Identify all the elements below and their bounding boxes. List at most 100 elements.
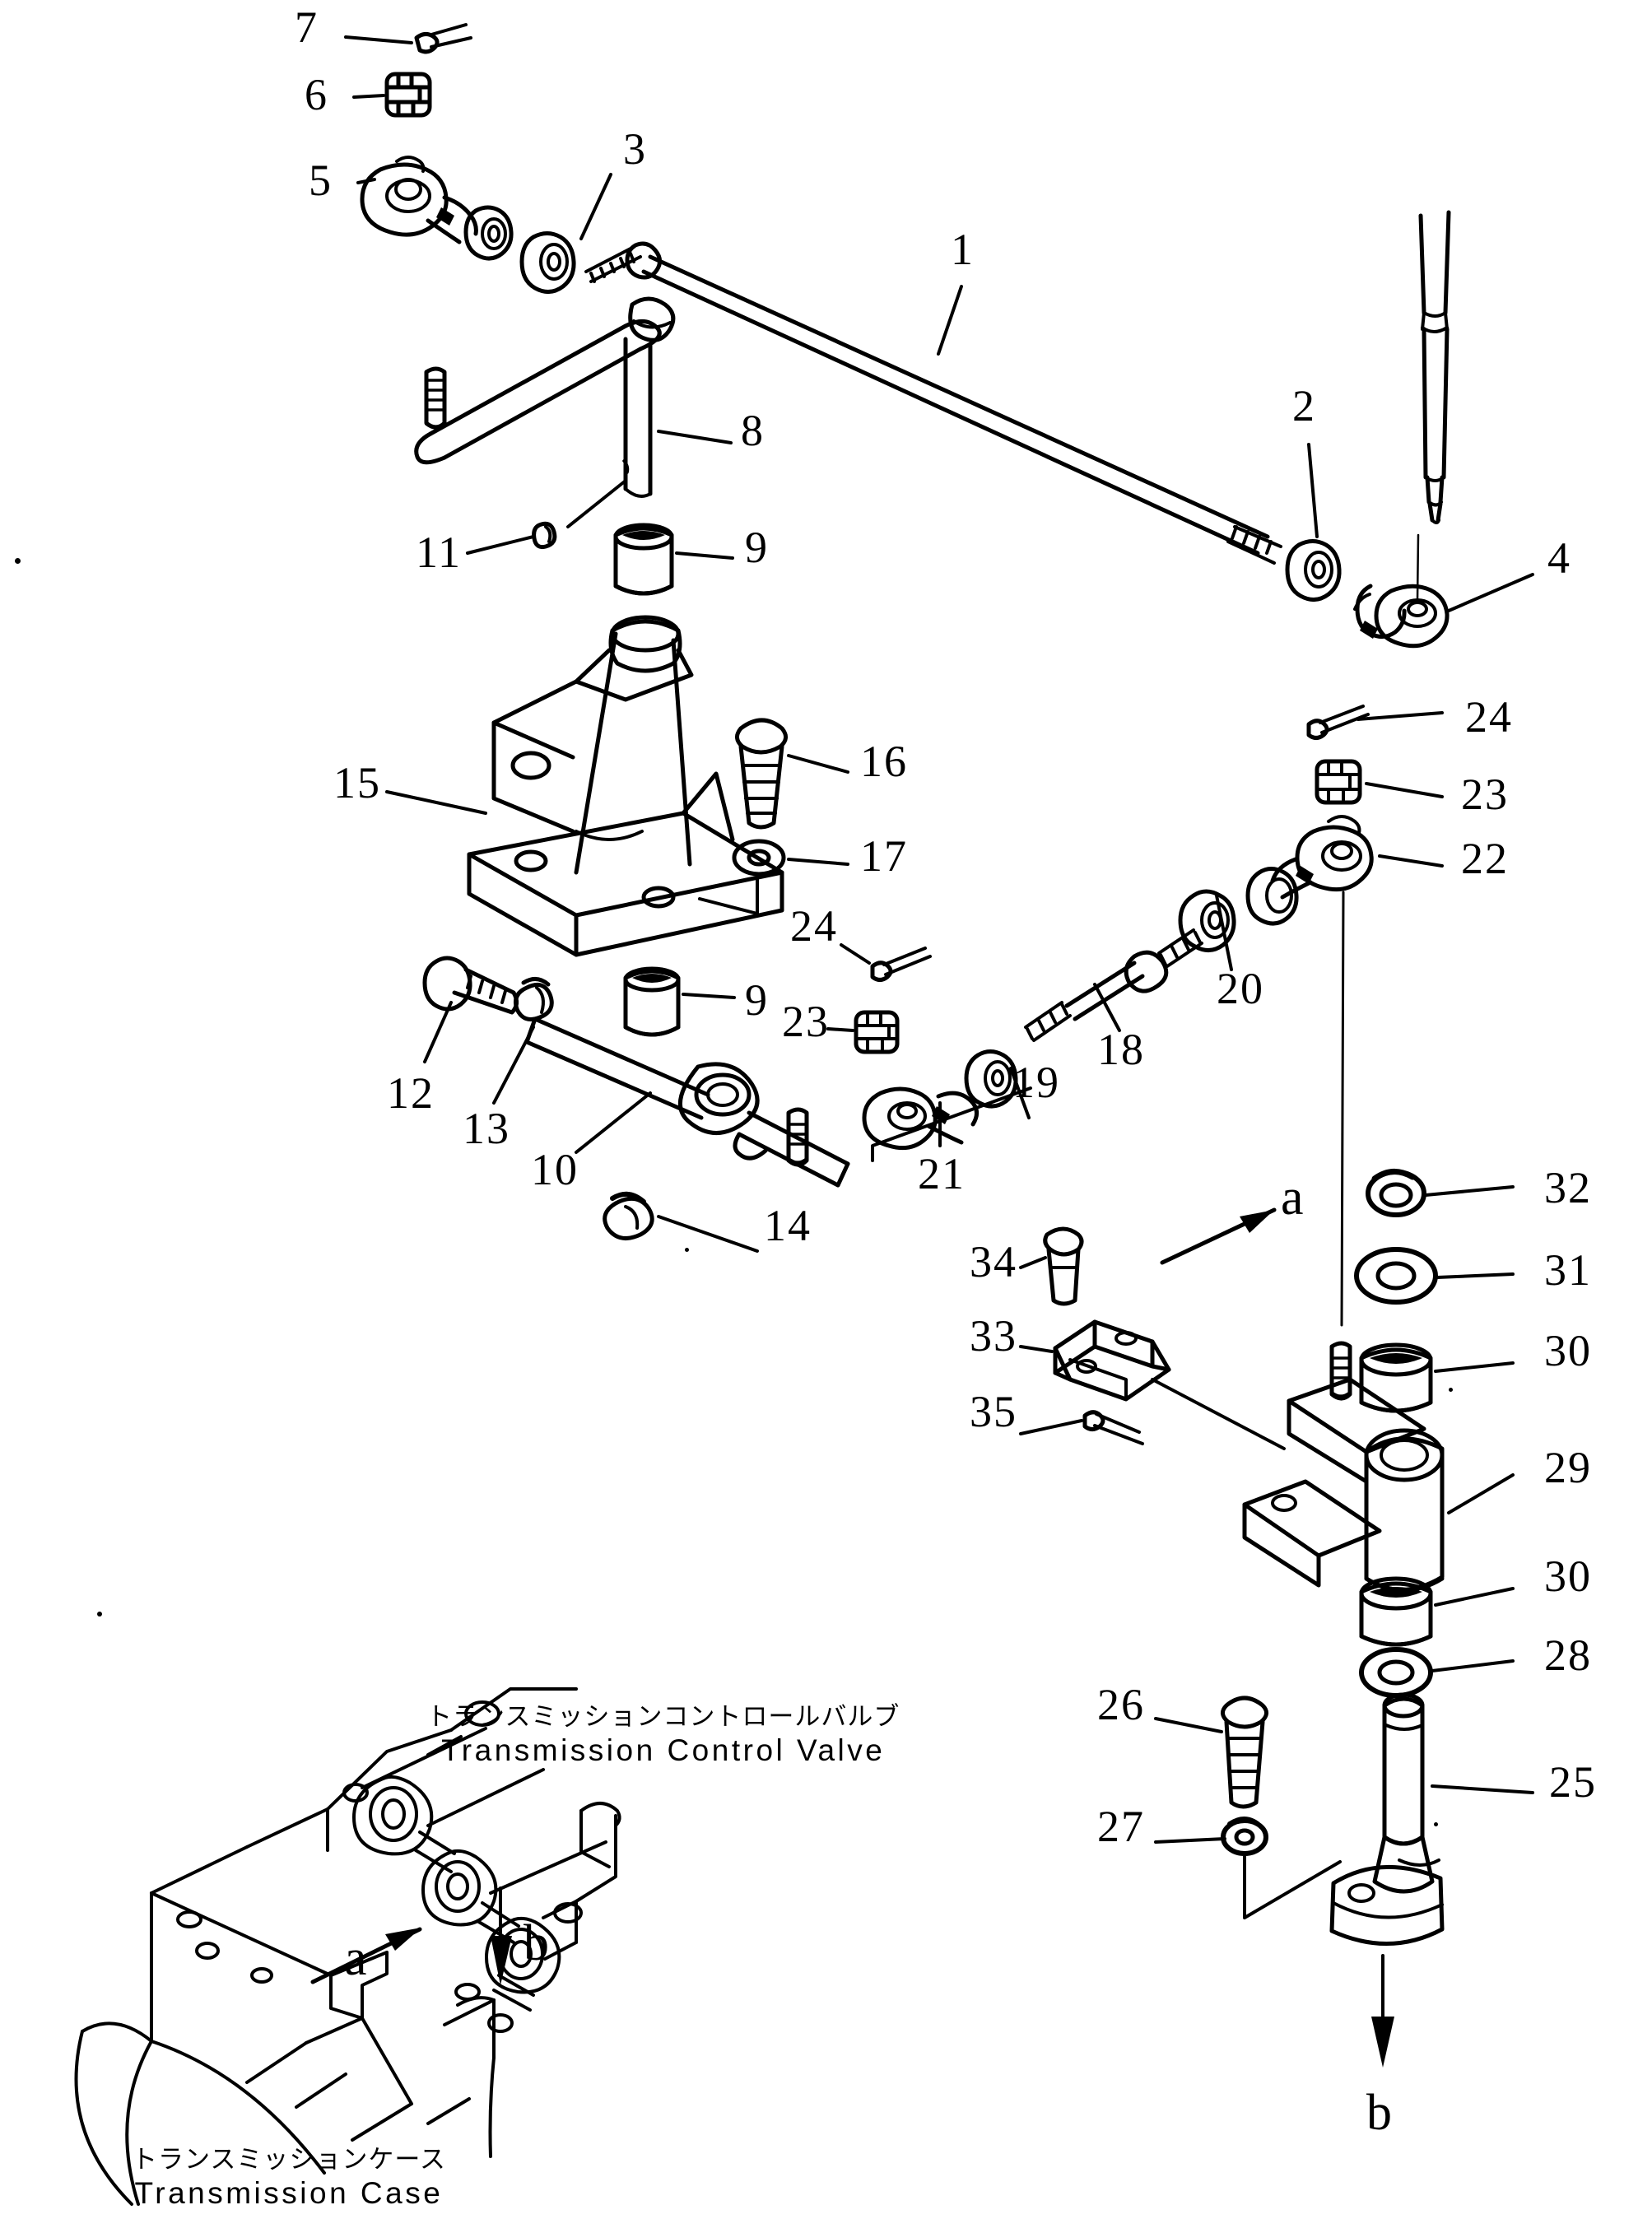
callout-29: 29: [1544, 1443, 1592, 1492]
leader-9-lower: [682, 993, 736, 999]
part-10-lever-arm: [524, 1016, 850, 1188]
part-34-pin: [1043, 1226, 1084, 1306]
leader-24-left: [840, 943, 871, 965]
callout-24: 24: [1465, 692, 1513, 742]
callout-26: 26: [1097, 1680, 1145, 1729]
part-8-lever-arm: [414, 296, 676, 498]
leader-31: [1436, 1272, 1515, 1279]
part-9-bushing-lower: [623, 966, 681, 1037]
leader-8: [657, 430, 733, 444]
callout-9-lower: 9: [745, 975, 769, 1025]
leader-5: [356, 178, 376, 184]
callout-16: 16: [860, 737, 908, 786]
callout-8: 8: [741, 406, 765, 455]
callout-9: 9: [745, 523, 769, 572]
callout-33: 33: [970, 1311, 1017, 1361]
part-nut-stack-22: [1245, 867, 1299, 926]
part-13-snap-ring: [514, 977, 554, 1021]
part-19-nut: [964, 1049, 1018, 1109]
part-1-control-rod: [584, 241, 1282, 565]
linkage-centreline: [1340, 891, 1345, 1327]
part-31-washer: [1354, 1247, 1438, 1305]
callout-31: 31: [1544, 1245, 1592, 1295]
part-22-rod-end: [1270, 815, 1374, 900]
part-17-washer: [732, 839, 786, 877]
scan-speck: [97, 1612, 102, 1617]
part-23-castle-nut-right: [1315, 759, 1362, 805]
caption-valve-en: Transmission Control Valve: [441, 1733, 886, 1767]
reference-mark-a-case: a: [344, 1930, 367, 1986]
part-16-bolt: [735, 718, 788, 830]
caption-case-en: Transmission Case: [134, 2175, 444, 2210]
callout-27: 27: [1097, 1802, 1145, 1851]
callout-12: 12: [387, 1068, 435, 1118]
callout-23: 23: [1461, 770, 1509, 819]
arrow-b-lower: [1371, 1954, 1394, 2068]
part-12-bolt: [422, 956, 519, 1015]
callout-5: 5: [309, 156, 333, 205]
reference-mark-b-lower: b: [1366, 2085, 1392, 2141]
leader-21b: [871, 1086, 1032, 1162]
leader-14: [657, 1215, 759, 1253]
reference-mark-b-case: b: [524, 1915, 549, 1971]
part-24-cotter-pin-left: [870, 947, 932, 982]
callout-21: 21: [918, 1149, 966, 1198]
leader-24-right: [1357, 711, 1444, 721]
callout-19: 19: [1012, 1058, 1060, 1107]
leader-19: [1009, 1067, 1031, 1119]
part-18-adjusting-rod: [1024, 928, 1203, 1042]
leader-1: [937, 285, 963, 356]
leader-29: [1447, 1473, 1515, 1514]
callout-13: 13: [463, 1104, 510, 1153]
part-29-bell-crank: [1242, 1341, 1445, 1593]
part-4-rod-end: [1353, 584, 1450, 649]
leader-27: [1154, 1837, 1226, 1844]
part-21-rod-end: [862, 1086, 979, 1151]
callout-30-lower: 30: [1544, 1551, 1592, 1601]
part-5-rod-end: [360, 156, 478, 244]
part-9-bushing-upper: [613, 523, 674, 596]
leader-2: [1307, 443, 1319, 538]
scan-speck: [685, 1248, 689, 1252]
part-32-snap-ring: [1366, 1169, 1426, 1217]
callout-23-left: 23: [782, 997, 830, 1046]
part-23-castle-nut-left: [854, 1010, 900, 1054]
part-20-nut: [1178, 889, 1236, 952]
leader-11a: [466, 535, 535, 555]
part-3-nut-a: [463, 205, 514, 261]
leader-32: [1424, 1185, 1515, 1197]
callout-2: 2: [1292, 381, 1316, 430]
leader-11b: [566, 479, 627, 528]
leader-6: [352, 94, 385, 99]
callout-3: 3: [623, 124, 647, 174]
part-24-cotter-pin-right: [1306, 705, 1370, 740]
leader-16: [787, 754, 849, 774]
leader-30-upper: [1434, 1361, 1515, 1373]
callout-24-left: 24: [790, 901, 838, 951]
part-15-support-bracket: [467, 615, 784, 957]
arrow-a-upper: [1160, 1207, 1277, 1265]
caption-transmission-control-valve: トランスミッションコントロールバルブ Transmission Control …: [426, 1702, 900, 1768]
caption-valve-jp: トランスミッションコントロールバルブ: [426, 1702, 900, 1732]
callout-15: 15: [333, 758, 381, 807]
scan-speck: [15, 558, 21, 564]
caption-case-jp: トランスミッションケース: [132, 2145, 446, 2175]
leader-valve-caption: [426, 1735, 463, 1756]
callout-1: 1: [951, 225, 975, 274]
callout-7: 7: [295, 2, 319, 52]
callout-35: 35: [970, 1387, 1017, 1436]
part-6-castle-nut: [384, 72, 432, 118]
part-35-cotter-pin: [1082, 1410, 1144, 1445]
leader-20: [1215, 894, 1233, 971]
leader-28: [1431, 1659, 1515, 1672]
caption-transmission-case: トランスミッションケース Transmission Case: [132, 2145, 446, 2211]
callout-17: 17: [860, 831, 908, 881]
transmission-case-view: [74, 1687, 621, 2206]
leader-33: [1019, 1345, 1054, 1353]
part-33-clevis-yoke: [1053, 1319, 1171, 1402]
callout-25: 25: [1549, 1757, 1597, 1807]
part-26-bolt: [1221, 1696, 1268, 1809]
leader-27-to-shaft: [1243, 1855, 1342, 1919]
